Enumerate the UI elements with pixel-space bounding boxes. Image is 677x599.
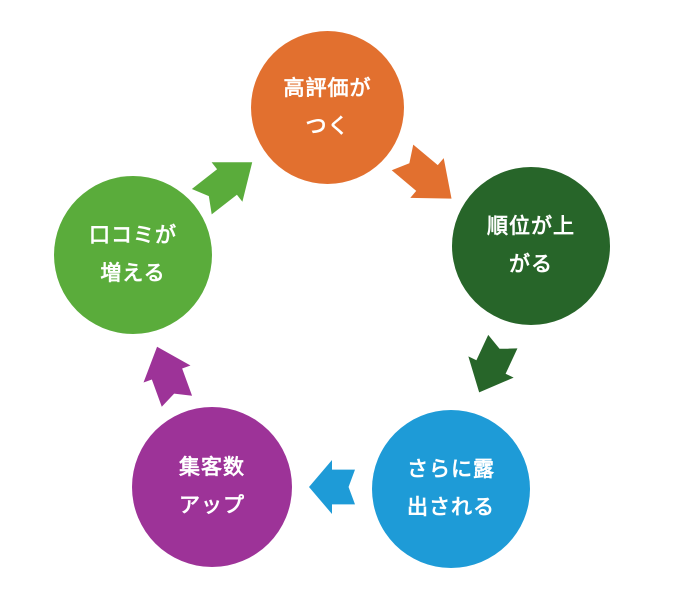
node-label-line1: 高評価が	[283, 76, 372, 100]
node-label-line1: 口コミが	[89, 224, 177, 248]
arrow-shape	[468, 334, 518, 393]
arrow-shape	[191, 162, 253, 215]
node-label-line1: さらに露	[407, 458, 495, 482]
node-label-line2: 出される	[407, 496, 495, 519]
arrow-high-rating-to-rank-up-icon	[391, 144, 452, 199]
node-label-line2: 増える	[100, 262, 166, 285]
node-label-line1: 集客数	[179, 456, 245, 480]
node-label-line1: 順位が上	[487, 215, 575, 239]
node-more-customers: 集客数 アップ	[132, 407, 292, 567]
node-high-rating: 高評価が つく	[251, 31, 404, 184]
arrow-more-customers-to-more-reviews-icon	[143, 346, 193, 407]
arrow-rank-up-to-more-exposure-icon	[468, 334, 518, 393]
arrow-more-exposure-to-more-customers-icon	[309, 460, 355, 514]
node-more-exposure: さらに露 出される	[372, 410, 530, 568]
arrow-shape	[309, 460, 355, 514]
arrow-shape	[391, 144, 452, 199]
arrow-more-reviews-to-high-rating-icon	[191, 162, 253, 215]
arrow-shape	[143, 346, 193, 407]
node-more-reviews: 口コミが 増える	[54, 176, 212, 334]
node-label-line2: アップ	[179, 494, 245, 517]
node-label-line2: つく	[305, 114, 350, 138]
node-rank-up: 順位が上 がる	[452, 167, 610, 325]
node-label-line2: がる	[509, 253, 553, 276]
